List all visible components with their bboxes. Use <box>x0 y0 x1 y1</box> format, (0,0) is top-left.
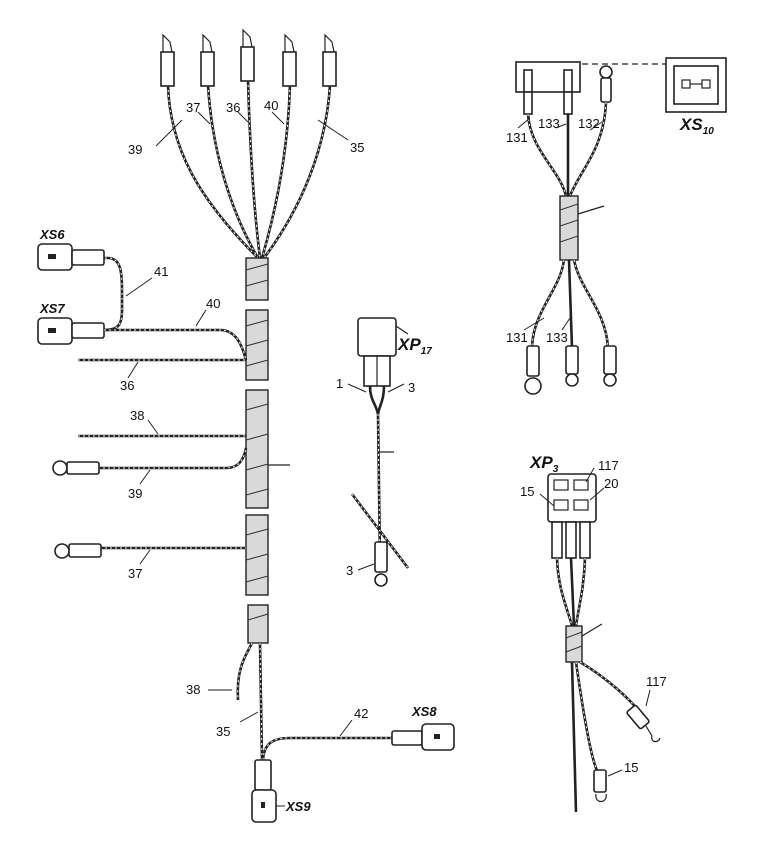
xs6-xs7-branch: XS6 XS7 41 <box>37 227 168 345</box>
wire-label-131-top: 131 <box>506 130 528 145</box>
wire-label-37-side: 37 <box>128 566 142 581</box>
wire-label-133-bottom: 133 <box>546 330 568 345</box>
wire-label-3-bottom: 3 <box>346 563 353 578</box>
wire-label-36-top: 36 <box>226 100 240 115</box>
wire-label-36-side: 36 <box>120 378 134 393</box>
top-fanout-wires <box>166 79 332 259</box>
wire-label-42: 42 <box>354 706 368 721</box>
connector-label-xs7: XS7 <box>39 301 65 316</box>
xs9-connector: XS9 <box>251 759 311 823</box>
connector-label-xs8: XS8 <box>411 704 437 719</box>
xp3-group: XP3 117 15 20 117 15 <box>520 453 667 813</box>
wire-label-15-branch: 15 <box>624 760 638 775</box>
top-wire-labels: 39 37 36 40 35 <box>128 98 364 157</box>
connector-label-xs9: XS9 <box>285 799 311 814</box>
wire-label-20: 20 <box>604 476 618 491</box>
wire-39-branch: 39 <box>52 447 248 501</box>
wire-label-132-top: 132 <box>578 116 600 131</box>
wire-38-bottom-branch: 38 <box>186 642 254 701</box>
trunk-wrapping <box>245 257 290 644</box>
wire-label-1: 1 <box>336 376 343 391</box>
wire-label-39-top: 39 <box>128 142 142 157</box>
wire-36-branch: 36 <box>78 358 246 393</box>
top-terminals <box>160 28 337 87</box>
wire-label-131-bottom: 131 <box>506 330 528 345</box>
wire-label-3-top: 3 <box>408 380 415 395</box>
wire-38-branch: 38 <box>78 408 246 438</box>
wire-label-40-side: 40 <box>206 296 220 311</box>
wire-label-15-left: 15 <box>520 484 534 499</box>
wire-label-133-top: 133 <box>538 116 560 131</box>
wire-label-40-top: 40 <box>264 98 278 113</box>
wire-label-41: 41 <box>154 264 168 279</box>
connector-label-xs10: XS10 <box>679 115 714 137</box>
xp17-group: XP17 1 3 3 <box>336 317 432 587</box>
wire-35-bottom-branch: 35 <box>216 642 264 761</box>
wire-label-35-top: 35 <box>350 140 364 155</box>
wire-40-branch: 40 <box>104 296 248 361</box>
wire-label-38-bottom: 38 <box>186 682 200 697</box>
wire-label-37-top: 37 <box>186 100 200 115</box>
wire-label-38-side: 38 <box>130 408 144 423</box>
wire-label-117-branch: 117 <box>646 674 667 689</box>
main-harness: 39 37 36 40 35 <box>37 28 455 823</box>
wire-42-branch: 42 XS8 <box>261 704 455 761</box>
connector-label-xp17: XP17 <box>397 335 432 357</box>
xs10-group: XS10 131 133 132 131 133 <box>506 57 727 395</box>
wire-label-35-bottom: 35 <box>216 724 230 739</box>
connector-label-xs6: XS6 <box>39 227 65 242</box>
connector-label-xp3: XP3 <box>529 453 559 475</box>
wire-37-branch: 37 <box>54 543 246 581</box>
wire-label-117-top: 117 <box>598 458 619 473</box>
wire-label-39-side: 39 <box>128 486 142 501</box>
